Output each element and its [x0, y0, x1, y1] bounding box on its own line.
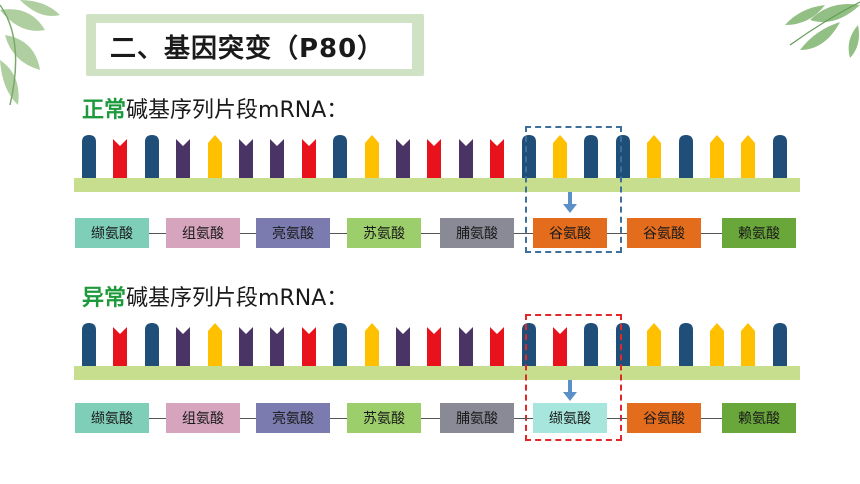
page-title: 二、基因突变（P80）: [96, 23, 412, 69]
mutant-base-blue: [82, 323, 96, 367]
mutant-base-blue: [678, 323, 693, 367]
mutant-highlight-box: [525, 314, 622, 441]
normal-peptide-bond: [514, 233, 533, 234]
mutant-base-red: [553, 327, 567, 367]
normal-base-red: [427, 139, 442, 179]
normal-base-purple: [458, 139, 473, 179]
mutant-base-purple: [270, 327, 285, 367]
leaf-decoration-right-icon: [785, 1, 860, 58]
mutant-amino-acid: 苏氨酸: [347, 403, 421, 433]
normal-base-blue: [772, 135, 787, 179]
normal-base-red: [490, 139, 505, 179]
mutant-amino-acid: 缬氨酸: [533, 403, 607, 433]
normal-highlight-box: [525, 126, 622, 253]
normal-amino-acid: 缬氨酸: [75, 218, 149, 248]
mutant-base-purple: [396, 327, 410, 367]
normal-base-purple: [270, 139, 285, 179]
normal-base-purple: [176, 139, 191, 179]
mutant-label-highlight: 异常: [82, 286, 127, 311]
mutant-base-yellow: [647, 323, 662, 367]
mutant-amino-acid: 组氨酸: [166, 403, 240, 433]
mutant-base-red: [427, 327, 442, 367]
mutant-base-purple: [239, 327, 253, 367]
mutant-peptide-bond: [701, 418, 722, 419]
normal-base-red: [301, 139, 316, 179]
normal-peptide-bond: [240, 233, 256, 234]
mutant-base-blue: [615, 323, 630, 367]
normal-base-blue: [678, 135, 693, 179]
normal-mrna-strand: [74, 178, 800, 192]
normal-peptide-bond: [701, 233, 722, 234]
normal-amino-acid: 组氨酸: [166, 218, 240, 248]
leaf-decoration-left-icon: [0, 0, 60, 106]
normal-base-yellow: [364, 135, 379, 179]
mutant-base-yellow: [364, 323, 379, 367]
normal-amino-acid: 谷氨酸: [627, 218, 701, 248]
mutant-amino-acid: 谷氨酸: [627, 403, 701, 433]
normal-base-blue: [584, 135, 599, 179]
normal-amino-acid: 亮氨酸: [256, 218, 330, 248]
normal-peptide-bond: [607, 233, 627, 234]
mutant-base-red: [113, 327, 128, 367]
normal-base-blue: [615, 135, 630, 179]
mutant-amino-acid: 缬氨酸: [75, 403, 149, 433]
mutant-mrna-strand: [74, 366, 800, 380]
normal-base-yellow: [710, 135, 724, 179]
normal-base-purple: [239, 139, 253, 179]
normal-base-yellow: [207, 135, 222, 179]
normal-peptide-bond: [421, 233, 440, 234]
mutant-amino-acid: 脯氨酸: [440, 403, 514, 433]
normal-amino-acid: 脯氨酸: [440, 218, 514, 248]
mutant-peptide-bond: [421, 418, 440, 419]
mutant-base-red: [301, 327, 316, 367]
mutant-peptide-bond: [149, 418, 166, 419]
normal-base-yellow: [647, 135, 662, 179]
mutant-label-text: 碱基序列片段mRNA：: [126, 286, 349, 311]
mutant-amino-acid: 赖氨酸: [722, 403, 796, 433]
normal-base-blue: [333, 135, 348, 179]
mutant-base-yellow: [741, 323, 756, 367]
normal-base-yellow: [553, 135, 567, 179]
mutant-base-blue: [333, 323, 348, 367]
mutant-peptide-bond: [514, 418, 533, 419]
normal-base-red: [113, 139, 128, 179]
mutant-base-blue: [772, 323, 787, 367]
mutant-amino-acid: 亮氨酸: [256, 403, 330, 433]
mutant-base-blue: [584, 323, 599, 367]
normal-amino-acid: 赖氨酸: [722, 218, 796, 248]
mutant-base-blue: [144, 323, 159, 367]
normal-amino-acid: 谷氨酸: [533, 218, 607, 248]
mutant-base-yellow: [710, 323, 724, 367]
mutant-base-purple: [176, 327, 191, 367]
normal-label-highlight: 正常: [82, 98, 127, 123]
normal-section-label: 正常碱基序列片段mRNA：: [82, 92, 348, 124]
normal-arrow-icon: [563, 192, 577, 213]
mutant-base-yellow: [207, 323, 222, 367]
mutant-base-red: [490, 327, 505, 367]
normal-base-purple: [396, 139, 410, 179]
normal-base-blue: [144, 135, 159, 179]
normal-base-yellow: [741, 135, 756, 179]
mutant-base-purple: [458, 327, 473, 367]
mutant-peptide-bond: [607, 418, 627, 419]
normal-label-text: 碱基序列片段mRNA：: [126, 98, 349, 123]
normal-amino-acid: 苏氨酸: [347, 218, 421, 248]
mutant-peptide-bond: [330, 418, 347, 419]
normal-base-blue: [82, 135, 96, 179]
mutant-section-label: 异常碱基序列片段mRNA：: [82, 280, 348, 312]
mutant-arrow-icon: [563, 380, 577, 401]
normal-peptide-bond: [149, 233, 166, 234]
normal-peptide-bond: [330, 233, 347, 234]
mutant-peptide-bond: [240, 418, 256, 419]
